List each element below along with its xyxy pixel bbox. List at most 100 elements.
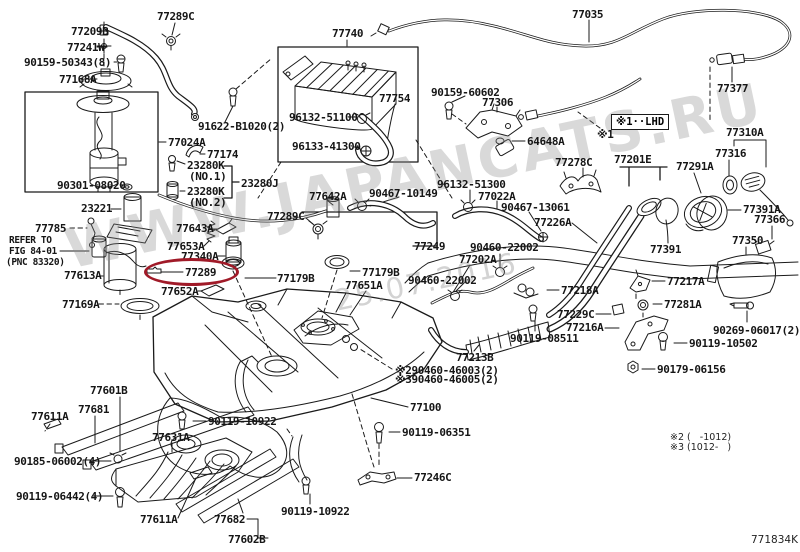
part-label-77022A: 77022A (478, 190, 516, 203)
canister-brackets (444, 101, 602, 195)
part-label-96132-51100: 96132-51100 (289, 111, 358, 124)
part-label-77213B: 77213B (456, 351, 494, 364)
part-label-77174: 77174 (207, 148, 239, 161)
part-label-77241W: 77241W (67, 41, 105, 54)
part-label-77602B: 77602B (228, 533, 266, 546)
part-label-77611A-bottom: 77611A (140, 513, 178, 526)
part-label-90119-10922-l: 90119-10922 (208, 415, 277, 428)
part-label-refer-2: FIG 84-01 (9, 246, 57, 257)
filler-cap-parts (655, 172, 794, 310)
fuel-pump-assembly (24, 21, 238, 200)
part-label-77785: 77785 (35, 222, 67, 235)
fuel-tank (152, 288, 443, 478)
part-label-77643A: 77643A (176, 222, 214, 235)
part-label-77226A: 77226A (534, 216, 572, 229)
part-label-77682: 77682 (214, 513, 246, 526)
part-label-90185-06002: 90185-06002(4) (14, 455, 102, 468)
part-label-90159-50343: 90159-50343(8) (24, 56, 112, 69)
part-label-77377: 77377 (717, 82, 749, 95)
sub-pump-parts (87, 183, 360, 346)
part-label-77278C: 77278C (555, 156, 593, 169)
part-label-77740: 77740 (332, 27, 364, 40)
part-label-77289C-top: 77289C (157, 10, 195, 23)
charcoal-canister (277, 46, 419, 167)
part-label-90460-22002-b: 90460-22002 (408, 274, 477, 287)
part-label-96132-51300: 96132-51300 (437, 178, 506, 191)
tank-straps (43, 355, 397, 524)
part-label-90467-13061: 90467-13061 (501, 201, 570, 214)
part-label-90119-10922-c: 90119-10922 (281, 505, 350, 518)
part-label-77391A: 77391A (743, 203, 781, 216)
legend-line-1: ※2 ( -1012) (670, 432, 732, 443)
pipe-brackets (513, 269, 669, 374)
part-label-77310A: 77310A (726, 126, 764, 139)
part-label-90119-10502: 90119-10502 (689, 337, 758, 350)
part-label-refer-3: (PNC 83320) (6, 257, 65, 268)
part-label-77631A: 77631A (152, 431, 190, 444)
part-label-77681: 77681 (78, 403, 110, 416)
part-label-77229C: 77229C (557, 308, 595, 321)
part-label-90269-06017: 90269-06017(2) (713, 324, 800, 337)
part-label-91622-B1020: 91622-B1020(2) (198, 120, 286, 133)
part-label-77246C: 77246C (414, 471, 452, 484)
part-label-77289C-2: 77289C (267, 210, 305, 223)
part-label-77652A: 77652A (161, 285, 199, 298)
part-label-star3-46005: ※390460-46005(2) (395, 373, 499, 386)
part-label-77601B: 77601B (90, 384, 128, 397)
part-label-77291A: 77291A (676, 160, 714, 173)
part-label-90467-10149: 90467-10149 (369, 187, 438, 200)
part-label-star2-46003: ※290460-46003(2) (395, 364, 499, 377)
part-label-77754: 77754 (379, 92, 411, 105)
dashed-lines (44, 53, 711, 468)
part-label-77169A: 77169A (62, 298, 100, 311)
part-label-77306: 77306 (482, 96, 514, 109)
part-label-refer-1: REFER TO (9, 235, 52, 246)
part-label-77201E: 77201E (614, 153, 652, 166)
vapor-hoses (157, 193, 799, 351)
part-label-90119-08511: 90119-08511 (510, 332, 579, 345)
part-label-77249: 77249 (414, 240, 446, 253)
part-label-77611A-left: 77611A (31, 410, 69, 423)
part-label-23280J: 23280J (241, 177, 279, 190)
part-label-23221: 23221 (81, 202, 113, 215)
part-label-77316: 77316 (715, 147, 747, 160)
part-label-77179B-right: 77179B (362, 266, 400, 279)
part-label-77179B-left: 77179B (277, 272, 315, 285)
part-label-77202A: 77202A (459, 253, 497, 266)
part-label-77100: 77100 (410, 401, 442, 414)
legend-line-2: ※3 (1012- ) (670, 442, 732, 453)
filler-pipe (428, 197, 662, 361)
part-label-77217A: 77217A (667, 275, 705, 288)
part-label-96133-41300: 96133-41300 (292, 140, 361, 153)
part-label-77366: 77366 (754, 213, 786, 226)
part-label-64648A: 64648A (527, 135, 565, 148)
part-label-77391: 77391 (650, 243, 682, 256)
leader-lines (59, 19, 773, 539)
part-label-77168A: 77168A (59, 73, 97, 86)
part-label-77218A: 77218A (561, 284, 599, 297)
part-label-77216A: 77216A (566, 321, 604, 334)
part-label-77209B: 77209B (71, 25, 109, 38)
part-label-23280K-no1: 23280K (187, 159, 225, 172)
part-label-77281A: 77281A (664, 298, 702, 311)
highlight-ellipse-77289 (144, 258, 239, 286)
part-label-90119-06442: 90119-06442(4) (16, 490, 104, 503)
part-label-77653A: 77653A (167, 240, 205, 253)
part-label-90301-08020: 90301-08020 (57, 179, 126, 192)
part-label-77024A: 77024A (168, 136, 206, 149)
part-label-23280K-no2: 23280K (187, 185, 225, 198)
part-label-77613A: 77613A (64, 269, 102, 282)
part-label-77340A: 77340A (181, 250, 219, 263)
part-label-90179-06156: 90179-06156 (657, 363, 726, 376)
note-box-lhd: ※1··LHD (611, 114, 670, 130)
part-label-77035: 77035 (572, 8, 604, 21)
part-label-no2: (NO.2) (189, 196, 227, 209)
lid-lock-cable (370, 8, 792, 121)
part-label-90460-22002-a: 90460-22002 (470, 241, 539, 254)
part-label-90159-60602: 90159-60602 (431, 86, 500, 99)
part-label-77651A: 77651A (345, 279, 383, 292)
part-label-77350: 77350 (732, 234, 764, 247)
part-label-90119-06351: 90119-06351 (402, 426, 471, 439)
